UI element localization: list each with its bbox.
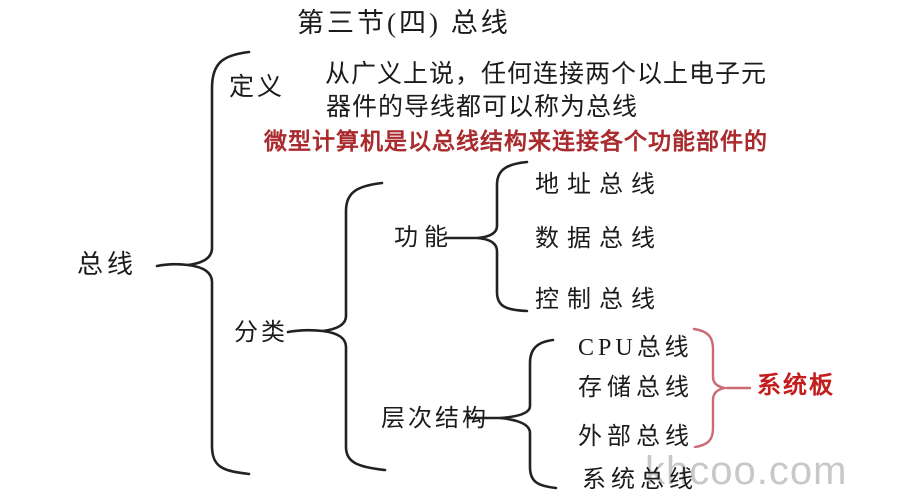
- system-board-brace: [692, 327, 727, 449]
- bus-item-address: 地址总线: [535, 172, 663, 198]
- bus-item-cpu: CPU总线: [578, 335, 693, 361]
- definition-text-line2: 器件的导线都可以称为总线: [326, 94, 639, 121]
- function-label: 功能: [394, 225, 454, 251]
- watermark: khcoo.com: [645, 449, 848, 493]
- function-brace: [476, 160, 529, 313]
- classification-brace: [321, 181, 387, 472]
- bus-item-storage: 存储总线: [578, 375, 694, 401]
- definition-text-line1: 从广义上说，任何连接两个以上电子元: [325, 61, 768, 88]
- system-board-label: 系统板: [757, 373, 835, 399]
- classification-connector-line: [286, 328, 325, 334]
- classification-label: 分类: [234, 320, 288, 346]
- page-title: 第三节(四) 总线: [297, 8, 511, 38]
- main-brace: [186, 50, 251, 476]
- hierarchy-label: 层次结构: [381, 406, 489, 432]
- hierarchy-brace: [498, 338, 558, 490]
- bus-item-data: 数据总线: [535, 226, 663, 252]
- bus-item-external: 外部总线: [578, 424, 694, 450]
- bus-item-system: 系统总线: [582, 467, 698, 493]
- bus-root-label: 总线: [77, 250, 138, 279]
- definition-note-red: 微型计算机是以总线结构来连接各个功能部件的: [264, 129, 768, 154]
- bus-item-control: 控制总线: [535, 287, 663, 313]
- definition-label: 定义: [229, 74, 286, 101]
- root-connector-line: [155, 262, 190, 268]
